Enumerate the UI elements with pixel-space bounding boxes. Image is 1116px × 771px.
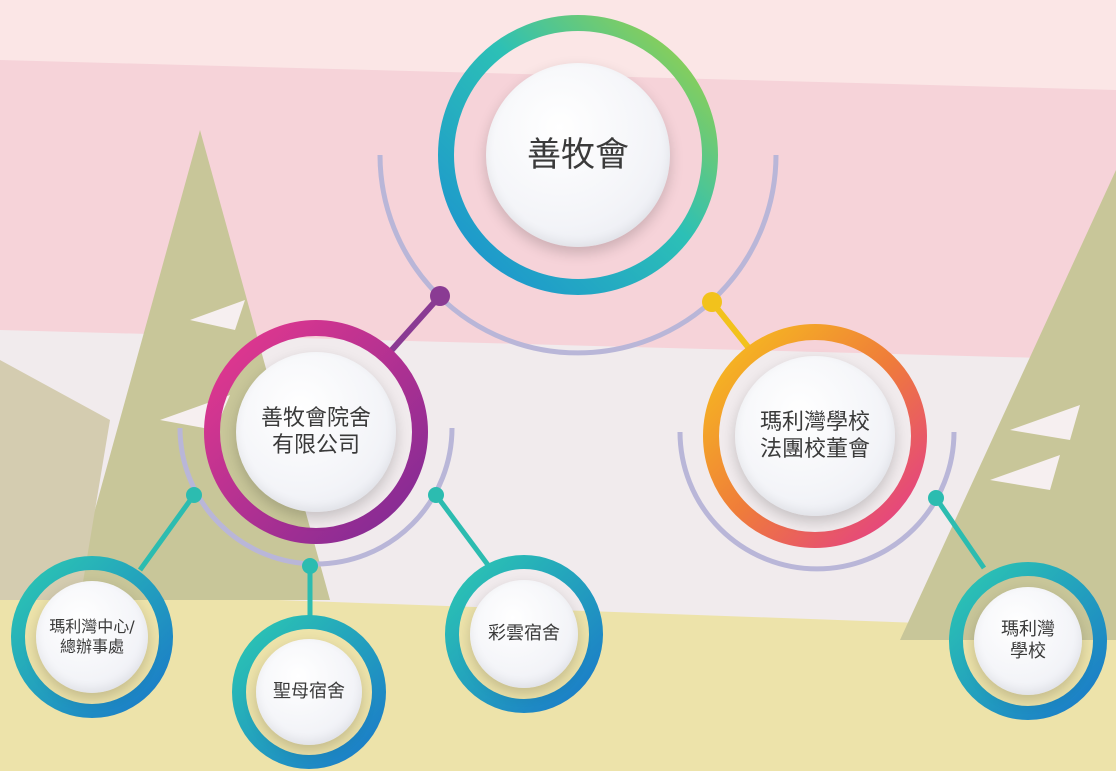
node-left-disc: 善牧會院舍 有限公司 [236,352,396,512]
connector-left-child3 [433,493,491,567]
child4-ring [949,562,1107,720]
node-right: 瑪利灣學校 法團校董會 [729,350,901,522]
node-child2-label: 聖母宿舍 [273,680,345,702]
root-arc [377,154,779,356]
dot-root-left [430,286,450,306]
child3-ring [445,555,603,713]
node-child4-disc: 瑪利灣 學校 [974,587,1082,695]
node-left: 善牧會院舍 有限公司 [230,346,402,518]
connector-root-right [709,300,755,354]
connector-right-child4 [933,496,987,570]
child1-ring [11,556,173,718]
connector-left-child1 [137,493,197,572]
node-right-disc: 瑪利灣學校 法團校董會 [735,356,895,516]
dot-child4 [928,490,944,506]
dot-child1 [186,487,202,503]
right-ring [703,324,927,548]
node-child3: 彩雲宿舍 [466,576,582,692]
node-child2: 聖母宿舍 [252,635,366,749]
left-ring [204,320,428,544]
root-ring [438,15,718,295]
tree-right-branches [990,405,1080,490]
node-child1-label: 瑪利灣中心/ 總辦事處 [49,617,135,656]
node-child4-label: 瑪利灣 學校 [1001,618,1055,663]
child2-ring [232,615,386,769]
node-child2-disc: 聖母宿舍 [256,639,362,745]
node-root-disc: 善牧會 [486,63,670,247]
node-child3-disc: 彩雲宿舍 [470,580,578,688]
node-right-label: 瑪利灣學校 法團校董會 [759,409,870,463]
connector-root-left [387,294,443,354]
node-child3-label: 彩雲宿舍 [488,622,560,644]
node-root-label: 善牧會 [527,134,629,175]
node-root: 善牧會 [478,55,678,255]
node-child4: 瑪利灣 學校 [970,583,1086,699]
tree-left-shadow [0,360,110,600]
node-left-label: 善牧會院舍 有限公司 [260,405,371,459]
dot-child2 [302,558,318,574]
dot-root-right [702,292,722,312]
node-child1: 瑪利灣中心/ 總辦事處 [32,577,152,697]
node-child1-disc: 瑪利灣中心/ 總辦事處 [36,581,148,693]
dot-child3 [428,487,444,503]
